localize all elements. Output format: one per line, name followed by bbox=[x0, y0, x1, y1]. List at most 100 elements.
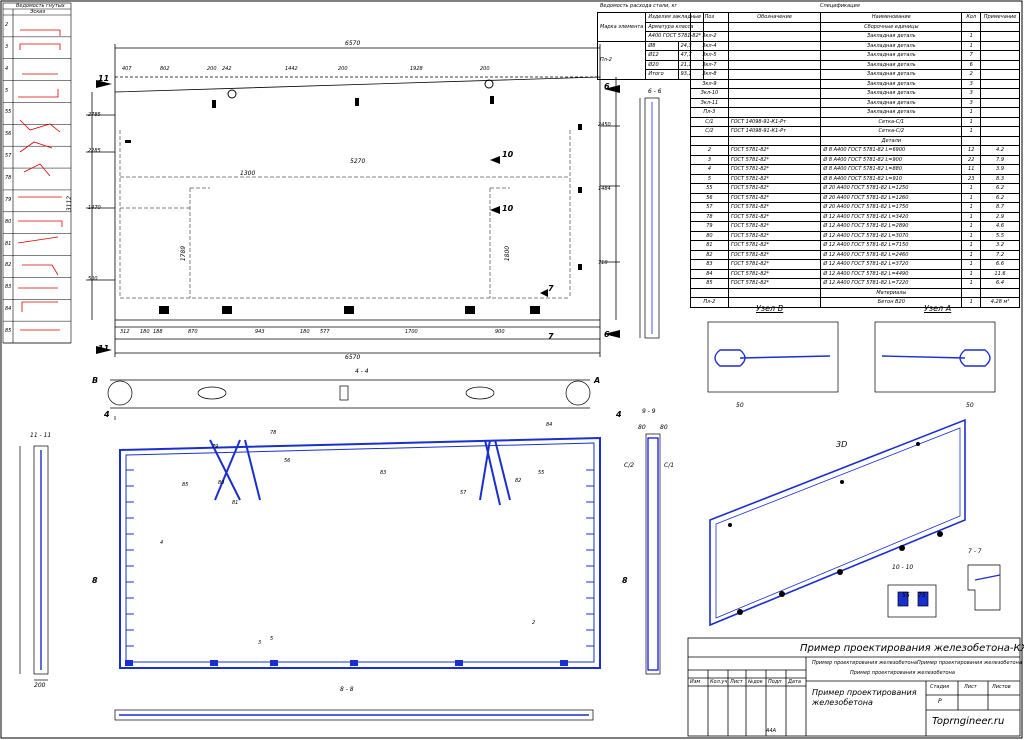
steel-total-label: Итого bbox=[645, 69, 679, 80]
spec-cell: Детали bbox=[820, 135, 963, 146]
mark-11-top: 11 bbox=[98, 74, 110, 83]
spec-cell: ГОСТ 5781-82* bbox=[727, 211, 822, 222]
spec-cell: Ø 12 A400 ГОСТ 5781-82 L=2890 bbox=[820, 221, 963, 232]
view-8-8-title: 8 - 8 bbox=[340, 686, 354, 693]
spec-cell: 85 bbox=[690, 278, 729, 289]
bottom-dim: 180 bbox=[140, 329, 150, 335]
spec-cell: 1 bbox=[961, 31, 982, 42]
view-3d-nodes bbox=[728, 442, 943, 615]
spec-cell: 1 bbox=[961, 202, 982, 213]
spec-cell: 56 bbox=[690, 192, 729, 203]
dim-75: 75 bbox=[918, 592, 926, 599]
view-3d-slab bbox=[709, 418, 966, 627]
spec-cell: Ø 12 A400 ГОСТ 5781-82 L=4490 bbox=[820, 268, 963, 279]
bending-row-pos: 83 bbox=[5, 284, 12, 291]
view-11-11 bbox=[19, 445, 49, 681]
spec-cell: ГОСТ 5781-82* bbox=[727, 221, 822, 232]
spec-cell: 8.3 bbox=[980, 173, 1020, 184]
spec-cell bbox=[980, 97, 1020, 108]
rebar-label: 57 bbox=[460, 490, 467, 496]
mark-10-top: 10 bbox=[502, 150, 514, 159]
bending-row-pos: 4 bbox=[5, 65, 9, 72]
rebar-cage-ticks bbox=[126, 469, 594, 647]
plan-dashed-rebar bbox=[119, 130, 571, 299]
spec-cell bbox=[980, 116, 1020, 127]
steel-col-mark: Марка элемента bbox=[596, 12, 647, 42]
spec-cell: 1 bbox=[961, 40, 982, 51]
dim-80-left: 80 bbox=[638, 424, 646, 431]
spec-cell bbox=[980, 40, 1020, 51]
bending-row-pos: 80 bbox=[5, 218, 12, 225]
spec-cell: ГОСТ 5781-82* bbox=[727, 230, 822, 241]
spec-cell: Ø 20 A400 ГОСТ 5781-82 L=1750 bbox=[820, 202, 963, 213]
rebar-label: 80 bbox=[218, 480, 225, 486]
tb-sheets-label: Листов bbox=[992, 684, 1011, 690]
spec-cell: 22 bbox=[961, 154, 982, 165]
view-9-9 bbox=[645, 433, 661, 675]
mark-7-bottom: 7 bbox=[548, 332, 554, 341]
spec-cell: С/1 bbox=[690, 116, 729, 127]
spec-cell bbox=[980, 107, 1020, 118]
view-6-6-title: 6 - 6 bbox=[648, 88, 662, 95]
bottom-dim: 943 bbox=[255, 329, 265, 335]
spec-cell: 1 bbox=[961, 259, 982, 270]
spec-cell: Сборочные единицы bbox=[820, 21, 963, 32]
bottom-dim: 312 bbox=[120, 329, 130, 335]
spec-cell bbox=[727, 69, 822, 80]
spec-cell: 5.5 bbox=[980, 230, 1020, 241]
left-dim: 500 bbox=[88, 276, 98, 282]
spec-cell: Зкл-11 bbox=[690, 97, 729, 108]
bending-row-pos: 85 bbox=[5, 328, 12, 335]
spec-cell bbox=[980, 126, 1020, 137]
node-a-dim-50: 50 bbox=[966, 402, 974, 409]
view-3d-title: 3D bbox=[836, 440, 848, 449]
spec-cell: 2.9 bbox=[980, 211, 1020, 222]
spec-cell: ГОСТ 5781-82* bbox=[727, 164, 822, 175]
spec-cell bbox=[727, 31, 822, 42]
dim-55: 55 bbox=[902, 592, 910, 599]
spec-cell: 1 bbox=[961, 107, 982, 118]
spec-cell: ГОСТ 5781-82* bbox=[727, 259, 822, 270]
plan-embedded-parts bbox=[125, 79, 582, 314]
inner-dim-1789: 1789 bbox=[180, 245, 188, 262]
spec-cell: Ø 12 A400 ГОСТ 5781-82 L=3720 bbox=[820, 259, 963, 270]
tb-stage-label: Стадия bbox=[930, 684, 950, 690]
spec-cell: Ø 8 A400 ГОСТ 5781-82 L=910 bbox=[820, 173, 963, 184]
bending-row-pos: 56 bbox=[5, 131, 12, 138]
steel-sheet-table: Марка элемента Изделия закладные Арматур… bbox=[596, 12, 705, 80]
spec-cell: 81 bbox=[690, 240, 729, 251]
spec-cell bbox=[980, 135, 1020, 146]
spec-cell: Ø 12 A400 ГОСТ 5781-82 L=7150 bbox=[820, 240, 963, 251]
spec-cell: ГОСТ 5781-82* bbox=[727, 240, 822, 251]
spec-cell: 7.2 bbox=[980, 249, 1020, 260]
inner-dim-5270: 5270 bbox=[350, 158, 366, 165]
spec-cell bbox=[727, 40, 822, 51]
inner-dim-1800: 1800 bbox=[504, 245, 512, 262]
tb-col-label: Дата bbox=[788, 679, 801, 685]
spec-cell: 5 bbox=[690, 173, 729, 184]
spec-cell: 1 bbox=[961, 192, 982, 203]
spec-cell: ГОСТ 5781-82* bbox=[727, 173, 822, 184]
spec-cell: Закладная деталь bbox=[820, 31, 963, 42]
spec-cell bbox=[980, 78, 1020, 89]
spec-section-row: Сборочные единицы bbox=[690, 21, 1020, 32]
top-dim: 1928 bbox=[410, 66, 423, 72]
bending-row-pos: 57 bbox=[5, 153, 12, 160]
tb-col-label: Кол.уч bbox=[710, 679, 728, 685]
rebar-label: 2 bbox=[532, 620, 536, 626]
spec-h-qty: Кол bbox=[961, 12, 982, 23]
spec-table: Поз Обозначение Наименование Кол Примеча… bbox=[690, 12, 1020, 308]
bottom-strip bbox=[114, 709, 594, 721]
spec-h-name: Наименование bbox=[820, 12, 963, 23]
spec-cell: 3 bbox=[961, 78, 982, 89]
